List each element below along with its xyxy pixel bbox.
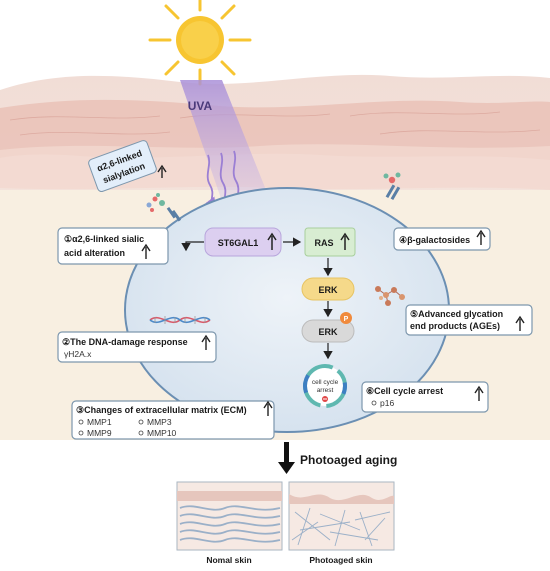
cycle-label-2: arrest	[317, 387, 334, 394]
membrane-receptor-right	[383, 172, 401, 201]
st6gal1-label: ST6GAL1	[218, 238, 259, 248]
uva-label: UVA	[188, 99, 213, 113]
box3-up-icon	[263, 400, 273, 416]
phospho-icon	[340, 312, 352, 324]
box6-up-icon	[474, 385, 484, 401]
st6gal1-up-icon	[267, 232, 277, 250]
box-dna-damage: ②The DNA-damage response γH2A.x	[57, 331, 217, 363]
pathway-arrows	[181, 237, 333, 360]
membrane-receptor-left	[146, 193, 182, 222]
sun-icon	[148, 0, 252, 86]
box-cell-cycle-arrest: ⑥Cell cycle arrest p16	[361, 381, 489, 413]
dna-helix-icon	[149, 316, 211, 324]
box2-sub: γH2A.x	[64, 349, 92, 359]
phospho-label: P	[344, 316, 349, 323]
ages-molecule-icon	[375, 286, 405, 306]
box-beta-galactosides: ④β-galactosides	[393, 227, 491, 251]
box4-up-icon	[476, 229, 486, 245]
ecm-item-mmp10: MMP10	[147, 428, 177, 438]
box1-up-icon	[141, 243, 151, 259]
erk-node: ERK	[301, 277, 355, 301]
normal-skin-caption: Nomal skin	[206, 555, 251, 565]
box4-title: ④β-galactosides	[399, 235, 470, 245]
box5-line2: end products (AGEs)	[410, 321, 500, 331]
ecm-item-mmp9: MMP9	[87, 428, 112, 438]
box3-title: ③Changes of extracellular matrix (ECM)	[76, 405, 247, 415]
box2-title: ②The DNA-damage response	[62, 337, 188, 347]
box6-title: ⑥Cell cycle arrest	[366, 386, 443, 396]
erk-phospho-node: ERK P	[301, 312, 355, 343]
box6-sub: p16	[380, 398, 394, 408]
normal-skin-panel	[176, 481, 283, 551]
ras-up-icon	[340, 232, 350, 250]
box1-line2: acid alteration	[64, 248, 125, 258]
st6gal1-node: ST6GAL1	[204, 227, 282, 257]
erk-bottom-label: ERK	[318, 327, 338, 337]
box-ages: ⑤Advanced glycation end products (AGEs)	[405, 304, 533, 336]
cell-cycle-ring-icon: cell cycle arrest	[303, 364, 347, 408]
ecm-item-mmp3: MMP3	[147, 417, 172, 427]
outcome-label: Photoaged aging	[300, 453, 397, 467]
box2-up-icon	[201, 334, 211, 350]
sialylation-up-icon	[157, 164, 167, 178]
photoaged-skin-panel	[288, 481, 395, 551]
outcome-arrow-icon	[278, 442, 295, 474]
ras-label: RAS	[314, 238, 333, 248]
ecm-item-mmp1: MMP1	[87, 417, 112, 427]
box-ecm-changes: ③Changes of extracellular matrix (ECM) M…	[71, 400, 275, 440]
ras-node: RAS	[304, 227, 356, 257]
erk-top-label: ERK	[318, 285, 338, 295]
box-sialic-acid-alteration: ①α2,6-linked sialic acid alteration	[57, 227, 169, 265]
cycle-label-1: cell cycle	[312, 379, 339, 386]
box5-up-icon	[515, 315, 525, 331]
box5-line1: ⑤Advanced glycation	[410, 309, 503, 319]
photoaged-skin-caption: Photoaged skin	[309, 555, 372, 565]
box1-line1: ①α2,6-linked sialic	[64, 234, 144, 244]
